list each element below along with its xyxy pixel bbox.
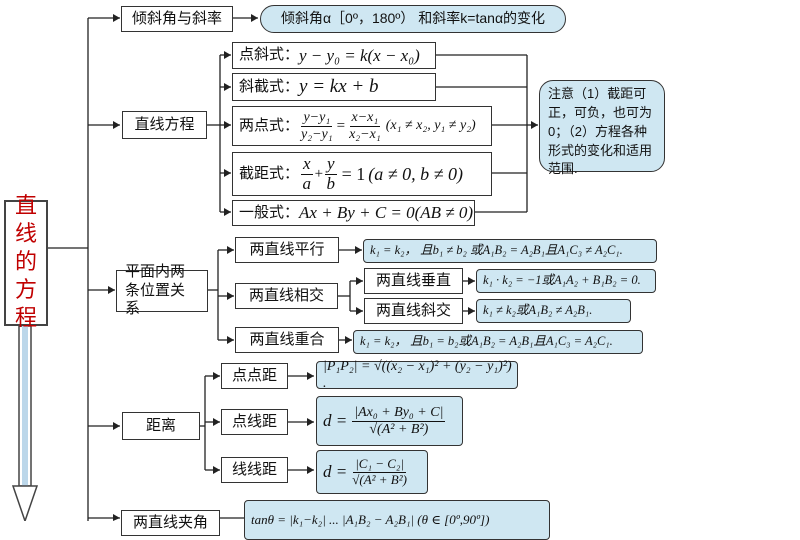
coincide-formula: k₁ = k₂， 且b₁ = b₂或A₁B₂ = A₂B₁且A₁C₃ = A₂C… bbox=[353, 330, 643, 354]
relation-node: 平面内两条位置关系 bbox=[116, 264, 208, 317]
perp-node: 两直线垂直 bbox=[364, 268, 463, 294]
intercept-condition: (a ≠ 0, b ≠ 0) bbox=[368, 163, 463, 184]
down-arrow-icon bbox=[11, 325, 39, 521]
coincide-node: 两直线重合 bbox=[235, 327, 339, 353]
frac-denominator: √(A² + B²) bbox=[352, 471, 407, 487]
intersect-node: 两直线相交 bbox=[235, 283, 338, 309]
intercept-form: 截距式： x a + y b = 1 (a ≠ 0, b ≠ 0) bbox=[232, 152, 492, 196]
frac-denominator: x₂−x₁ bbox=[349, 126, 381, 142]
root-char: 的 bbox=[14, 250, 37, 275]
frac-denominator: a bbox=[302, 173, 312, 193]
frac-numerator: |Ax₀ + By₀ + C| bbox=[352, 405, 446, 422]
two-point-frac-y: y−y₁ y₂−y₁ bbox=[301, 110, 333, 142]
parallel-formula: k₁ = k₂， 且b₁ ≠ b₂ 或A₁B₂ = A₂B₁且A₁C₃ ≠ A₂… bbox=[363, 239, 657, 263]
intercept-eq: = 1 bbox=[341, 163, 366, 184]
two-point-label: 两点式： bbox=[239, 117, 300, 134]
two-point-frac-x: x−x₁ x₂−x₁ bbox=[349, 110, 381, 142]
general-expr: Ax + By + C = 0(AB ≠ 0) bbox=[299, 203, 474, 223]
frac-numerator: y−y₁ bbox=[301, 110, 333, 127]
frac-denominator: y₂−y₁ bbox=[301, 126, 333, 142]
slope-intercept-label: 斜截式： bbox=[239, 78, 300, 95]
line-eq-node: 直线方程 bbox=[122, 111, 207, 139]
general-label: 一般式： bbox=[239, 204, 300, 221]
incl-node: 倾斜角与斜率 bbox=[121, 6, 233, 32]
root-char: 直 bbox=[14, 194, 37, 219]
ll-frac: |C₁ − C₂| √(A² + B²) bbox=[352, 456, 407, 487]
slope-intercept-expr: y = kx + b bbox=[299, 76, 379, 98]
connector-lines bbox=[11, 14, 538, 521]
intercept-frac-y: y b bbox=[325, 153, 337, 193]
frac-numerator: y bbox=[325, 153, 337, 175]
frac-numerator: |C₁ − C₂| bbox=[353, 456, 407, 473]
parallel-node: 两直线平行 bbox=[235, 237, 339, 263]
angle-formula: tanθ = |k₁−k₂| ... |A₁B₂ − A₂B₁| (θ ∈ [0… bbox=[244, 500, 550, 540]
root-node-title: 直 线 的 方 程 bbox=[4, 194, 48, 331]
pp-formula: |P₁P₂| = √((x₂ − x₁)² + (y₂ − y₁)²) . bbox=[316, 359, 518, 391]
root-char: 方 bbox=[14, 278, 37, 303]
general-form: 一般式： Ax + By + C = 0(AB ≠ 0) bbox=[232, 200, 475, 226]
frac-denominator: √(A² + B²) bbox=[369, 421, 429, 437]
ll-node: 线线距 bbox=[221, 457, 288, 483]
incl-desc: 倾斜角α［0º，180º） 和斜率k=tanα的变化 bbox=[260, 5, 566, 33]
distance-node: 距离 bbox=[122, 412, 200, 440]
pl-formula: d = |Ax₀ + By₀ + C| √(A² + B²) bbox=[316, 396, 463, 446]
root-char: 线 bbox=[14, 222, 37, 247]
point-slope-expr: y − y₀ = k(x − x₀) bbox=[299, 45, 420, 65]
oblique-formula: k₁ ≠ k₂或A₁B₂ ≠ A₂B₁. bbox=[476, 299, 631, 323]
point-slope-form: 点斜式： y − y₀ = k(x − x₀) bbox=[232, 42, 436, 69]
line-eq-note: 注意（1）截距可正，可负，也可为0；（2）方程各种形式的变化和适用范围. bbox=[539, 80, 665, 176]
ll-lhs: d = bbox=[323, 462, 348, 482]
intercept-frac-x: x a bbox=[301, 153, 313, 193]
pl-node: 点线距 bbox=[221, 409, 288, 435]
two-point-form: 两点式： y−y₁ y₂−y₁ = x−x₁ x₂−x₁ (x₁ ≠ x₂, y… bbox=[232, 106, 492, 146]
angle-node: 两直线夹角 bbox=[121, 510, 220, 536]
intercept-label: 截距式： bbox=[239, 165, 300, 182]
pl-lhs: d = bbox=[323, 411, 348, 431]
ll-formula: d = |C₁ − C₂| √(A² + B²) bbox=[316, 450, 428, 494]
perp-formula: k₁ · k₂ = −1或A₁A₂ + B₁B₂ = 0. bbox=[476, 269, 656, 293]
slope-intercept-form: 斜截式： y = kx + b bbox=[232, 73, 436, 101]
frac-numerator: x bbox=[301, 153, 313, 175]
two-point-condition: (x₁ ≠ x₂, y₁ ≠ y₂) bbox=[385, 118, 476, 134]
oblique-node: 两直线斜交 bbox=[364, 298, 463, 324]
root-char: 程 bbox=[14, 306, 37, 331]
pl-frac: |Ax₀ + By₀ + C| √(A² + B²) bbox=[352, 405, 446, 437]
frac-denominator: b bbox=[326, 173, 336, 193]
point-slope-label: 点斜式： bbox=[239, 47, 300, 64]
frac-numerator: x−x₁ bbox=[349, 110, 381, 127]
pp-node: 点点距 bbox=[221, 363, 288, 389]
